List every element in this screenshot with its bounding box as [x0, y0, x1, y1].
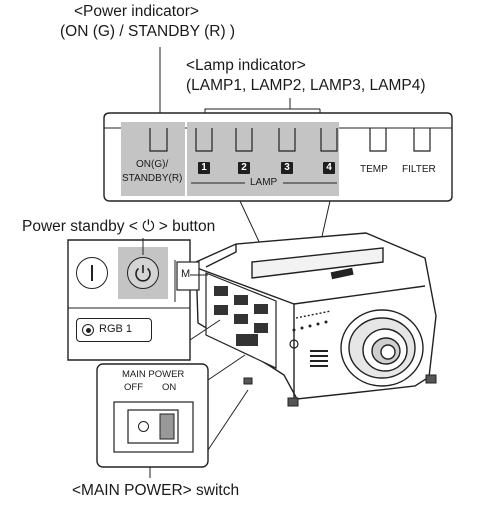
- main-power-off: OFF: [124, 382, 143, 393]
- main-power-switch[interactable]: [128, 410, 178, 443]
- led-filter: [413, 128, 431, 152]
- on-line-icon: [91, 265, 93, 281]
- lamp1-key: 1: [198, 162, 210, 174]
- power-indicator-highlight: [121, 122, 185, 196]
- side-terminals: [214, 286, 268, 346]
- lamp-group-label: LAMP: [250, 177, 278, 188]
- rgb1-button[interactable]: RGB 1: [76, 318, 152, 342]
- led-lamp3: [278, 128, 296, 152]
- input-circle-icon: [82, 324, 94, 336]
- projector-feet: [243, 374, 437, 407]
- main-power-zoom: [96, 363, 209, 468]
- projector-lens: [340, 309, 424, 387]
- front-vents: [292, 320, 328, 367]
- led-slots: [149, 128, 431, 152]
- lamp-indicator-title: <Lamp indicator>: [186, 57, 306, 74]
- on-standby-label-1: ON(G)/: [136, 159, 169, 170]
- main-power-on: ON: [162, 382, 177, 393]
- power-standby-callout: Power standby < ⏻ > button: [22, 218, 216, 235]
- projector-logo: [330, 267, 354, 280]
- led-on-standby: [149, 128, 168, 152]
- led-lamp2: [235, 128, 253, 152]
- lamp3-key: 3: [281, 162, 293, 174]
- on-standby-label-2: STANDBY(R): [122, 173, 183, 184]
- main-power-leader: [207, 354, 246, 381]
- main-power-title: MAIN POWER: [122, 369, 185, 380]
- ir-sensor: [289, 339, 299, 349]
- lamp4-key: 4: [323, 162, 335, 174]
- led-lamp1: [195, 128, 213, 152]
- rgb1-label: RGB 1: [99, 323, 133, 335]
- power-indicator-states: (ON (G) / STANDBY (R) ): [60, 23, 236, 40]
- main-power-callout: <MAIN POWER> switch: [72, 482, 240, 499]
- filter-label: FILTER: [402, 164, 436, 175]
- power-icon: [135, 265, 151, 282]
- on-button[interactable]: [76, 257, 108, 289]
- lamp2-key: 2: [238, 162, 250, 174]
- power-standby-button[interactable]: [127, 257, 159, 289]
- off-circle-icon: [138, 421, 149, 432]
- power-indicator-title: <Power indicator>: [74, 3, 199, 20]
- temp-label: TEMP: [360, 164, 388, 175]
- lamp-indicator-leader: [204, 98, 291, 115]
- lamp-indicator-list: (LAMP1, LAMP2, LAMP3, LAMP4): [186, 77, 426, 94]
- side-letter: M: [181, 268, 191, 280]
- led-temp: [369, 128, 387, 152]
- led-lamp4: [320, 128, 338, 152]
